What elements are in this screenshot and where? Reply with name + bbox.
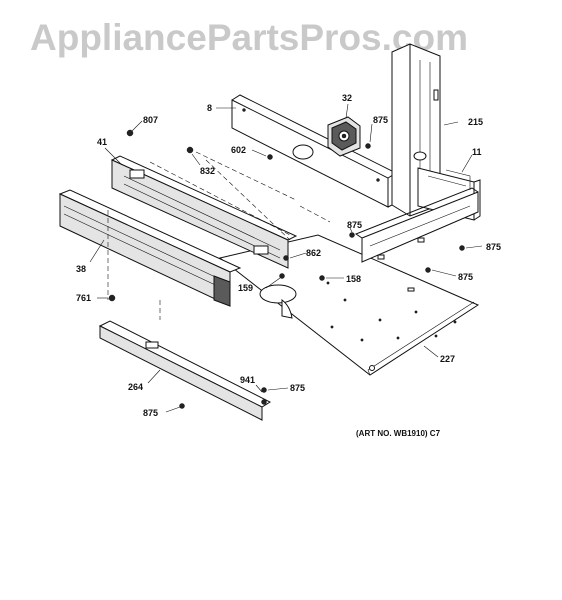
callout-41: 41 bbox=[97, 137, 107, 147]
part-264-lower-strip bbox=[98, 320, 272, 421]
part-227-bottom-panel bbox=[218, 234, 480, 376]
callout-761: 761 bbox=[76, 293, 91, 303]
callout-227: 227 bbox=[440, 354, 455, 364]
callout-807: 807 bbox=[143, 115, 158, 125]
callout-158: 158 bbox=[346, 274, 361, 284]
callout-38: 38 bbox=[76, 264, 86, 274]
callout-941: 941 bbox=[240, 375, 255, 385]
part-front-rail-right bbox=[354, 187, 479, 263]
callout-264: 264 bbox=[128, 382, 143, 392]
part-41-control-panel-bracket bbox=[110, 155, 298, 269]
art-number-label: (ART NO. WB1910) C7 bbox=[356, 429, 441, 438]
callout-875-left: 875 bbox=[143, 408, 158, 418]
callout-875-mid: 875 bbox=[347, 220, 362, 230]
callout-215: 215 bbox=[468, 117, 483, 127]
callout-875-right2: 875 bbox=[458, 272, 473, 282]
leader-lines bbox=[89, 103, 483, 413]
part-32-fan-motor bbox=[327, 116, 361, 157]
callout-862: 862 bbox=[306, 248, 321, 258]
callout-159: 159 bbox=[238, 283, 253, 293]
fasteners bbox=[108, 129, 465, 409]
callout-8: 8 bbox=[207, 103, 212, 113]
callout-875-bottom: 875 bbox=[290, 383, 305, 393]
callout-832: 832 bbox=[200, 166, 215, 176]
callout-875-top: 875 bbox=[373, 115, 388, 125]
callout-labels: 807 41 832 38 761 8 32 602 875 215 11 87… bbox=[76, 93, 501, 418]
part-8-rear-wall bbox=[231, 94, 398, 208]
part-38-front-trim bbox=[58, 189, 242, 307]
callout-875-right1: 875 bbox=[486, 242, 501, 252]
alignment-lines bbox=[107, 151, 331, 320]
callout-32: 32 bbox=[342, 93, 352, 103]
callout-11: 11 bbox=[472, 147, 482, 157]
callout-602: 602 bbox=[231, 145, 246, 155]
